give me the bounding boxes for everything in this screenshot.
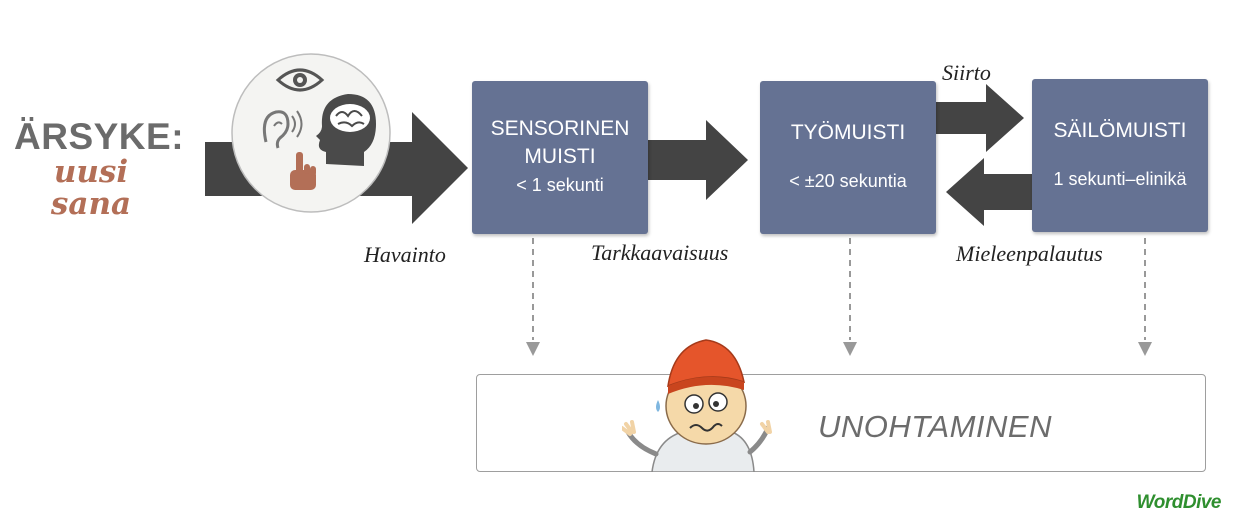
attention-label: Tarkkaavaisuus [591, 240, 729, 265]
working-duration: < ±20 sekuntia [789, 171, 907, 191]
recall-arrow [946, 158, 1032, 226]
forgetting-label: UNOHTAMINEN [818, 409, 1052, 444]
longterm-title: SÄILÖMUISTI [1053, 119, 1187, 142]
forgetting-box [476, 374, 1206, 472]
transfer-label: Siirto [942, 60, 991, 85]
eye-icon [275, 68, 325, 92]
sensory-title-line2: MUISTI [524, 145, 596, 168]
confused-character-illustration [622, 339, 772, 472]
perception-label: Havainto [364, 242, 446, 267]
new-word-line1: uusi [53, 154, 129, 190]
working-title: TYÖMUISTI [790, 121, 906, 144]
dashed-arrow-longterm [1138, 238, 1152, 356]
working-memory-box: TYÖMUISTI < ±20 sekuntia [760, 81, 936, 234]
transfer-arrow [936, 84, 1024, 152]
stimulus-label: ÄRSYKE: [14, 116, 185, 157]
pointing-hand-icon [290, 152, 316, 190]
longterm-duration: 1 sekunti–elinikä [1053, 169, 1187, 189]
sensory-title-line1: SENSORINEN [490, 117, 630, 140]
attention-arrow [648, 120, 748, 200]
sensory-memory-box: SENSORINEN MUISTI < 1 sekunti [472, 81, 648, 234]
worddive-logo: WordDive [1136, 492, 1222, 513]
longterm-memory-box: SÄILÖMUISTI 1 sekunti–elinikä [1032, 79, 1208, 232]
dashed-arrow-working [843, 238, 857, 356]
senses-circle [231, 53, 391, 213]
sensory-duration: < 1 sekunti [516, 175, 604, 195]
dashed-arrow-sensory [526, 238, 540, 356]
recall-label: Mieleenpalautus [956, 241, 1103, 266]
new-word-line2: sana [50, 186, 132, 222]
ear-icon [262, 110, 303, 149]
head-brain-icon [316, 94, 376, 166]
